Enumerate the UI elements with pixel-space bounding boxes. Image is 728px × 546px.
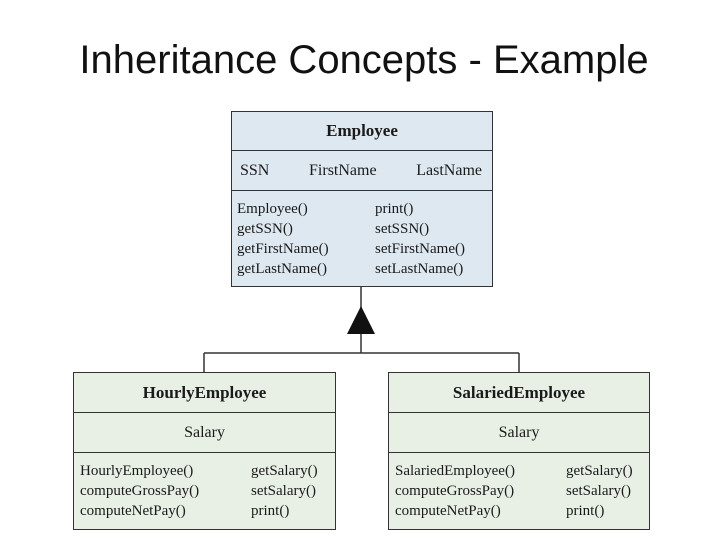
method: HourlyEmployee() [80,463,194,479]
attribute: SSN [240,161,270,179]
method: getFirstName() [237,241,329,257]
method: computeGrossPay() [80,483,200,499]
methods-column: print() setSSN() setFirstName() setLastN… [375,199,465,279]
class-salaried-employee: SalariedEmployee Salary SalariedEmployee… [388,372,650,530]
class-attributes: SSN FirstName LastName [232,150,492,190]
attribute: FirstName [309,161,377,179]
method: SalariedEmployee() [395,463,515,479]
methods-column: SalariedEmployee() computeGrossPay() com… [395,461,566,521]
methods-column: Employee() getSSN() getFirstName() getLa… [237,199,375,279]
generalization-arrow-icon [347,306,375,334]
method: getSalary() [566,463,633,479]
method: getSSN() [237,221,293,237]
class-name: HourlyEmployee [142,383,267,402]
methods-column: getSalary() setSalary() print() [566,461,633,521]
method: print() [251,503,290,519]
method: setFirstName() [375,241,465,257]
class-employee: Employee SSN FirstName LastName Employee… [231,111,493,287]
class-name: SalariedEmployee [452,383,586,402]
class-methods: HourlyEmployee() computeGrossPay() compu… [74,452,335,521]
method: getSalary() [251,463,318,479]
method: Employee() [237,201,308,217]
method: print() [375,201,414,217]
class-hourly-employee: HourlyEmployee Salary HourlyEmployee() c… [73,372,336,530]
attribute: LastName [416,161,482,179]
method: getLastName() [237,261,327,277]
method: setSalary() [566,483,631,499]
class-methods: SalariedEmployee() computeGrossPay() com… [389,452,649,521]
class-name: Employee [326,121,398,140]
class-attribute: Salary [74,412,335,452]
method: setSalary() [251,483,316,499]
methods-column: getSalary() setSalary() print() [251,461,318,521]
method: computeGrossPay() [395,483,515,499]
method: print() [566,503,605,519]
slide-title: Inheritance Concepts - Example [79,38,649,82]
method: computeNetPay() [80,503,186,519]
method: setSSN() [375,221,430,237]
class-methods: Employee() getSSN() getFirstName() getLa… [232,190,492,279]
methods-column: HourlyEmployee() computeGrossPay() compu… [80,461,251,521]
method: computeNetPay() [395,503,501,519]
class-attribute: Salary [389,412,649,452]
method: setLastName() [375,261,464,277]
